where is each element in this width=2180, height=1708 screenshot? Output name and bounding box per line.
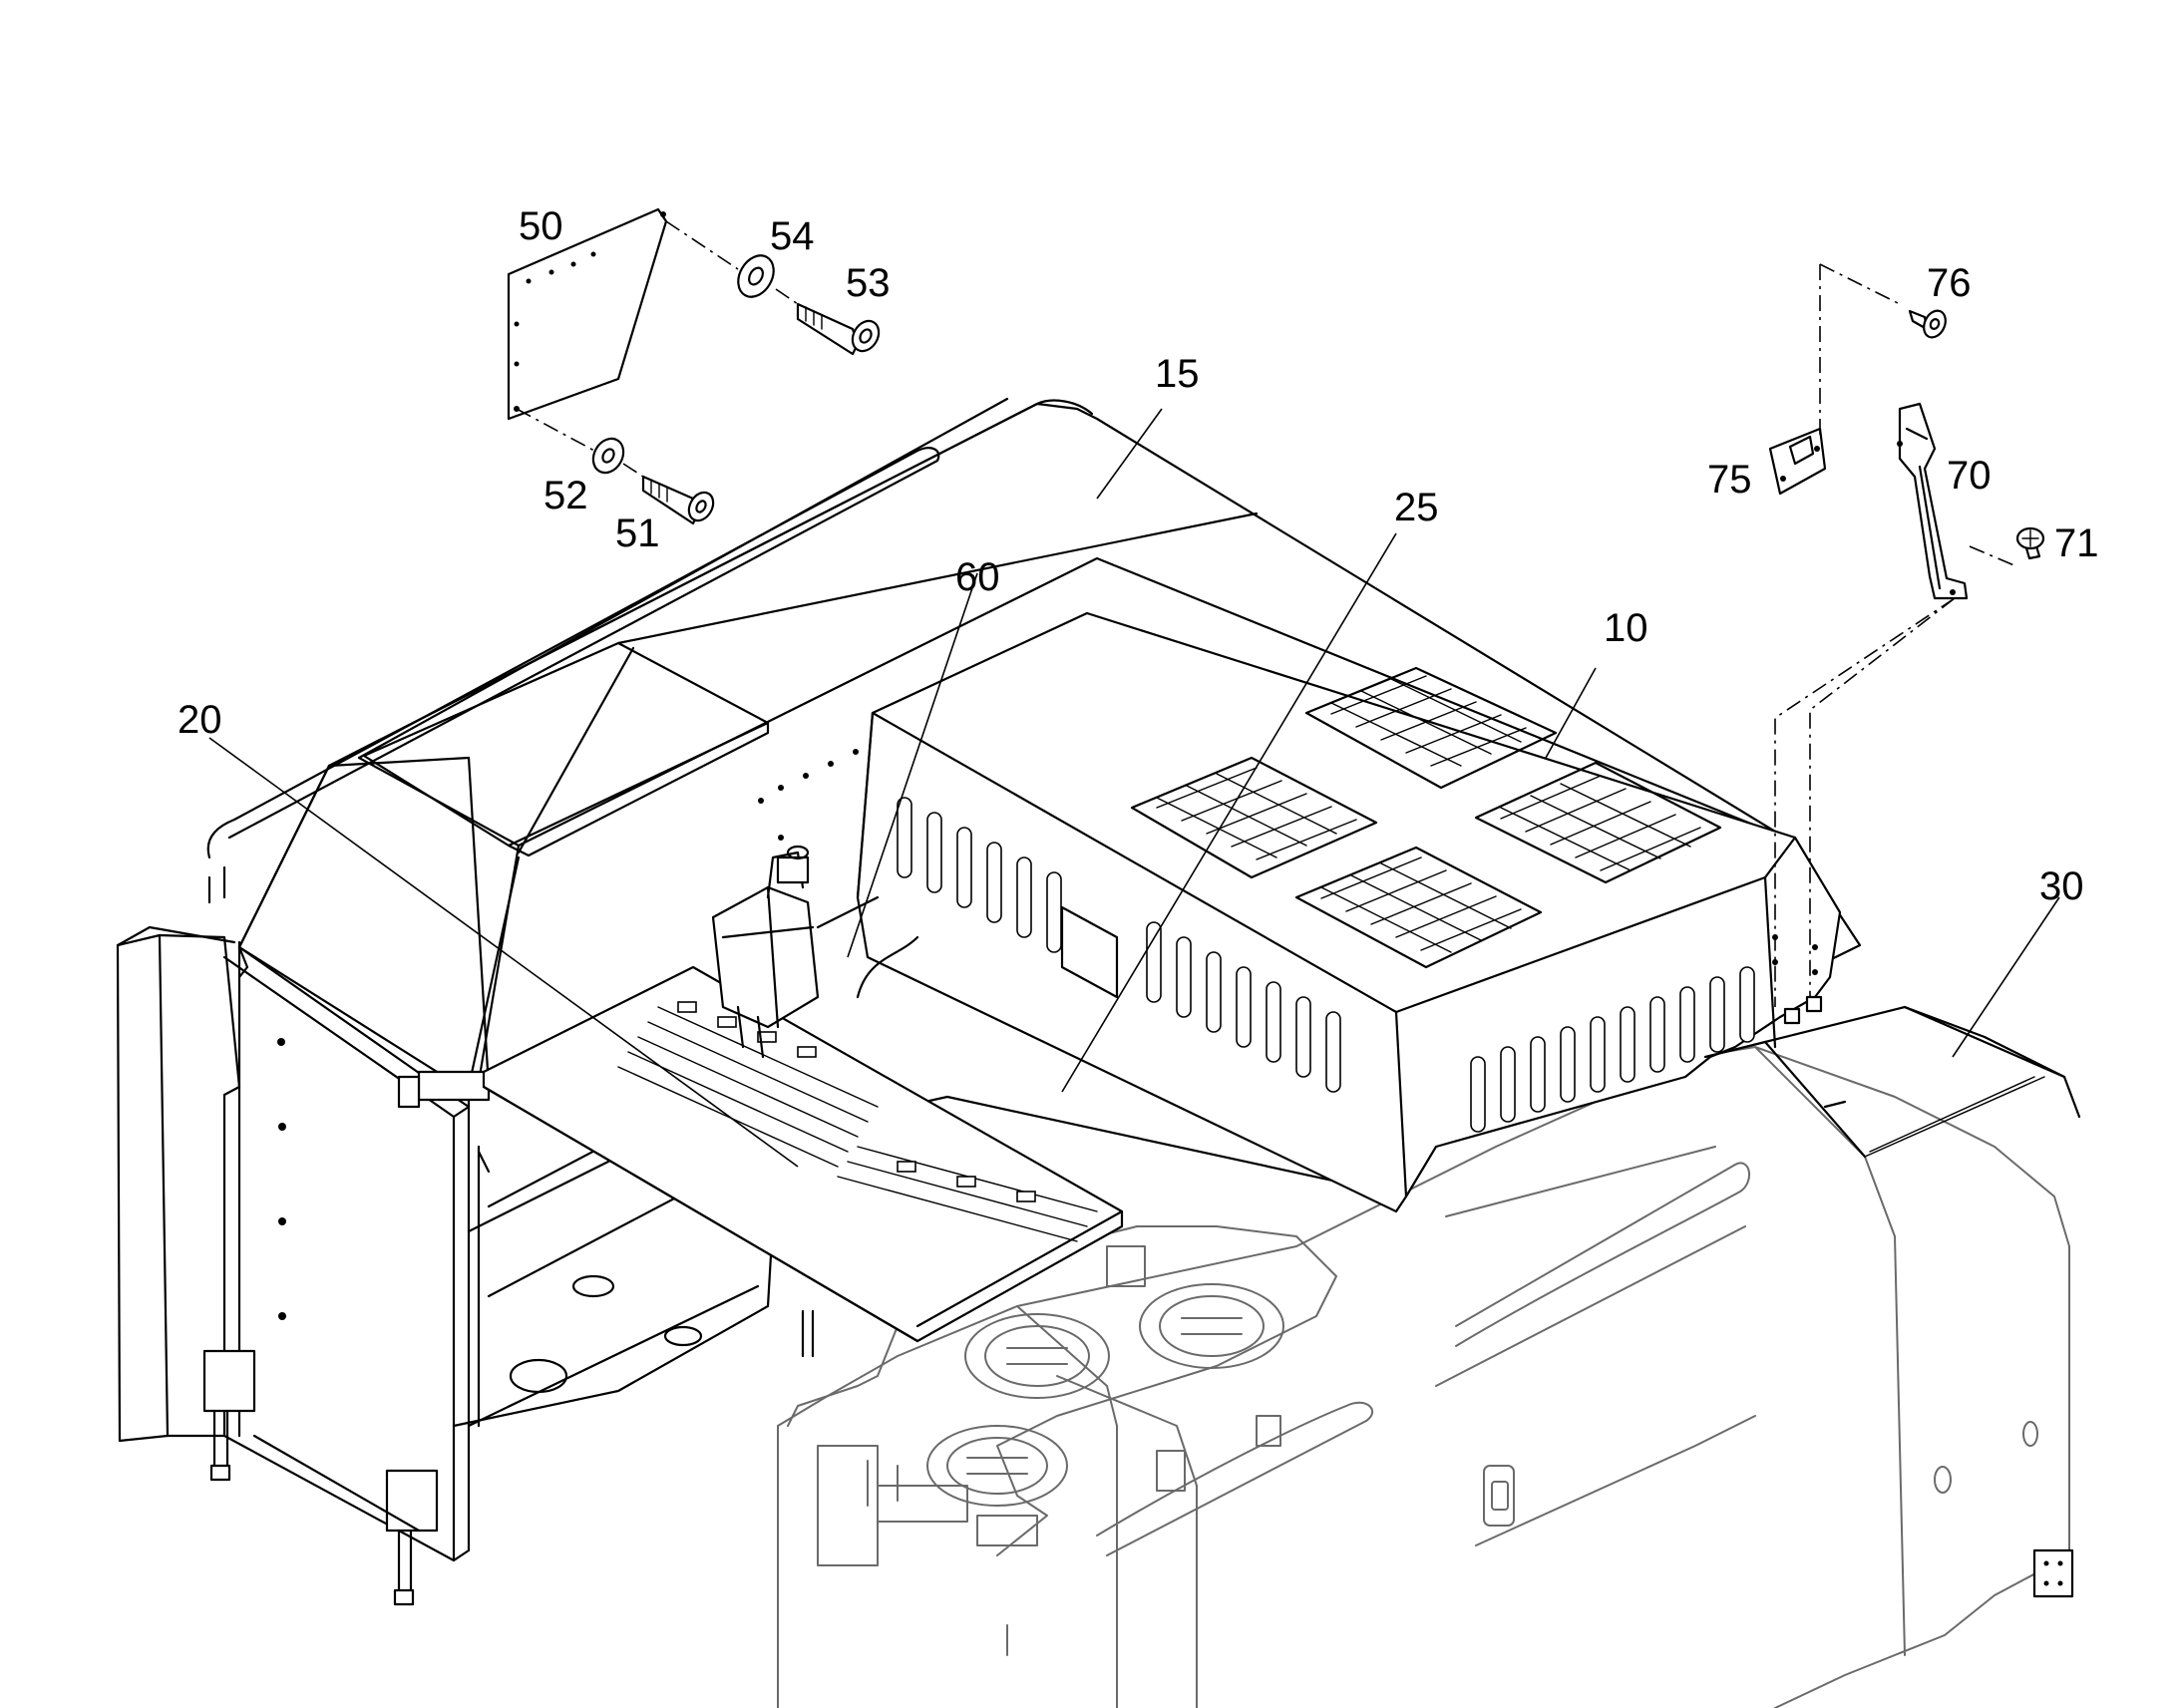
fuel-caps-assembly — [777, 1225, 1337, 1708]
callout-54: 54 — [770, 214, 815, 258]
callout-30: 30 — [2039, 864, 2084, 908]
assembly-line-50-54-53 — [665, 220, 799, 305]
callout-52: 52 — [544, 474, 588, 517]
callout-10: 10 — [1604, 606, 1648, 650]
part-76-screw — [1908, 309, 1947, 339]
callout-labels: 50 54 53 52 51 15 25 60 20 10 30 76 75 7… — [178, 204, 2099, 908]
left-frame — [116, 925, 775, 1606]
assembly-line-50-52-51 — [516, 408, 644, 478]
callout-51: 51 — [615, 512, 660, 555]
callout-53: 53 — [846, 261, 891, 305]
assembly-line-70-10 — [1774, 597, 1956, 1007]
part-54-washer — [737, 254, 775, 298]
callout-75: 75 — [1707, 458, 1752, 502]
vent-slots-side — [897, 797, 1755, 1133]
part-71-screw — [2015, 526, 2045, 560]
part-20-perforated-plate — [477, 965, 1124, 1358]
callout-15: 15 — [1155, 352, 1200, 396]
leader-lines — [208, 408, 2060, 1168]
part-70-latch-handle — [1897, 402, 1969, 600]
part-75-hinge-plate — [1768, 427, 1827, 496]
assembly-line-76 — [1819, 263, 1901, 439]
part-10-vent-cover — [856, 611, 1842, 1213]
callout-20: 20 — [178, 698, 222, 742]
engine-body — [777, 1046, 2074, 1708]
part-53-screw — [796, 302, 881, 356]
assembly-line-71 — [1969, 545, 2017, 567]
vent-grille-top — [1130, 666, 1722, 969]
part-30-housing — [1703, 1005, 2081, 1159]
callout-50: 50 — [519, 204, 563, 248]
part-52-washer — [591, 437, 625, 475]
callout-25: 25 — [1394, 486, 1439, 529]
part-51-screw — [641, 475, 715, 525]
callout-60: 60 — [955, 555, 1000, 599]
part-60-valve — [711, 845, 919, 1059]
callout-71: 71 — [2054, 521, 2099, 565]
callout-70: 70 — [1947, 454, 1992, 498]
part-50-bracket — [507, 207, 668, 421]
callout-76: 76 — [1927, 261, 1972, 305]
